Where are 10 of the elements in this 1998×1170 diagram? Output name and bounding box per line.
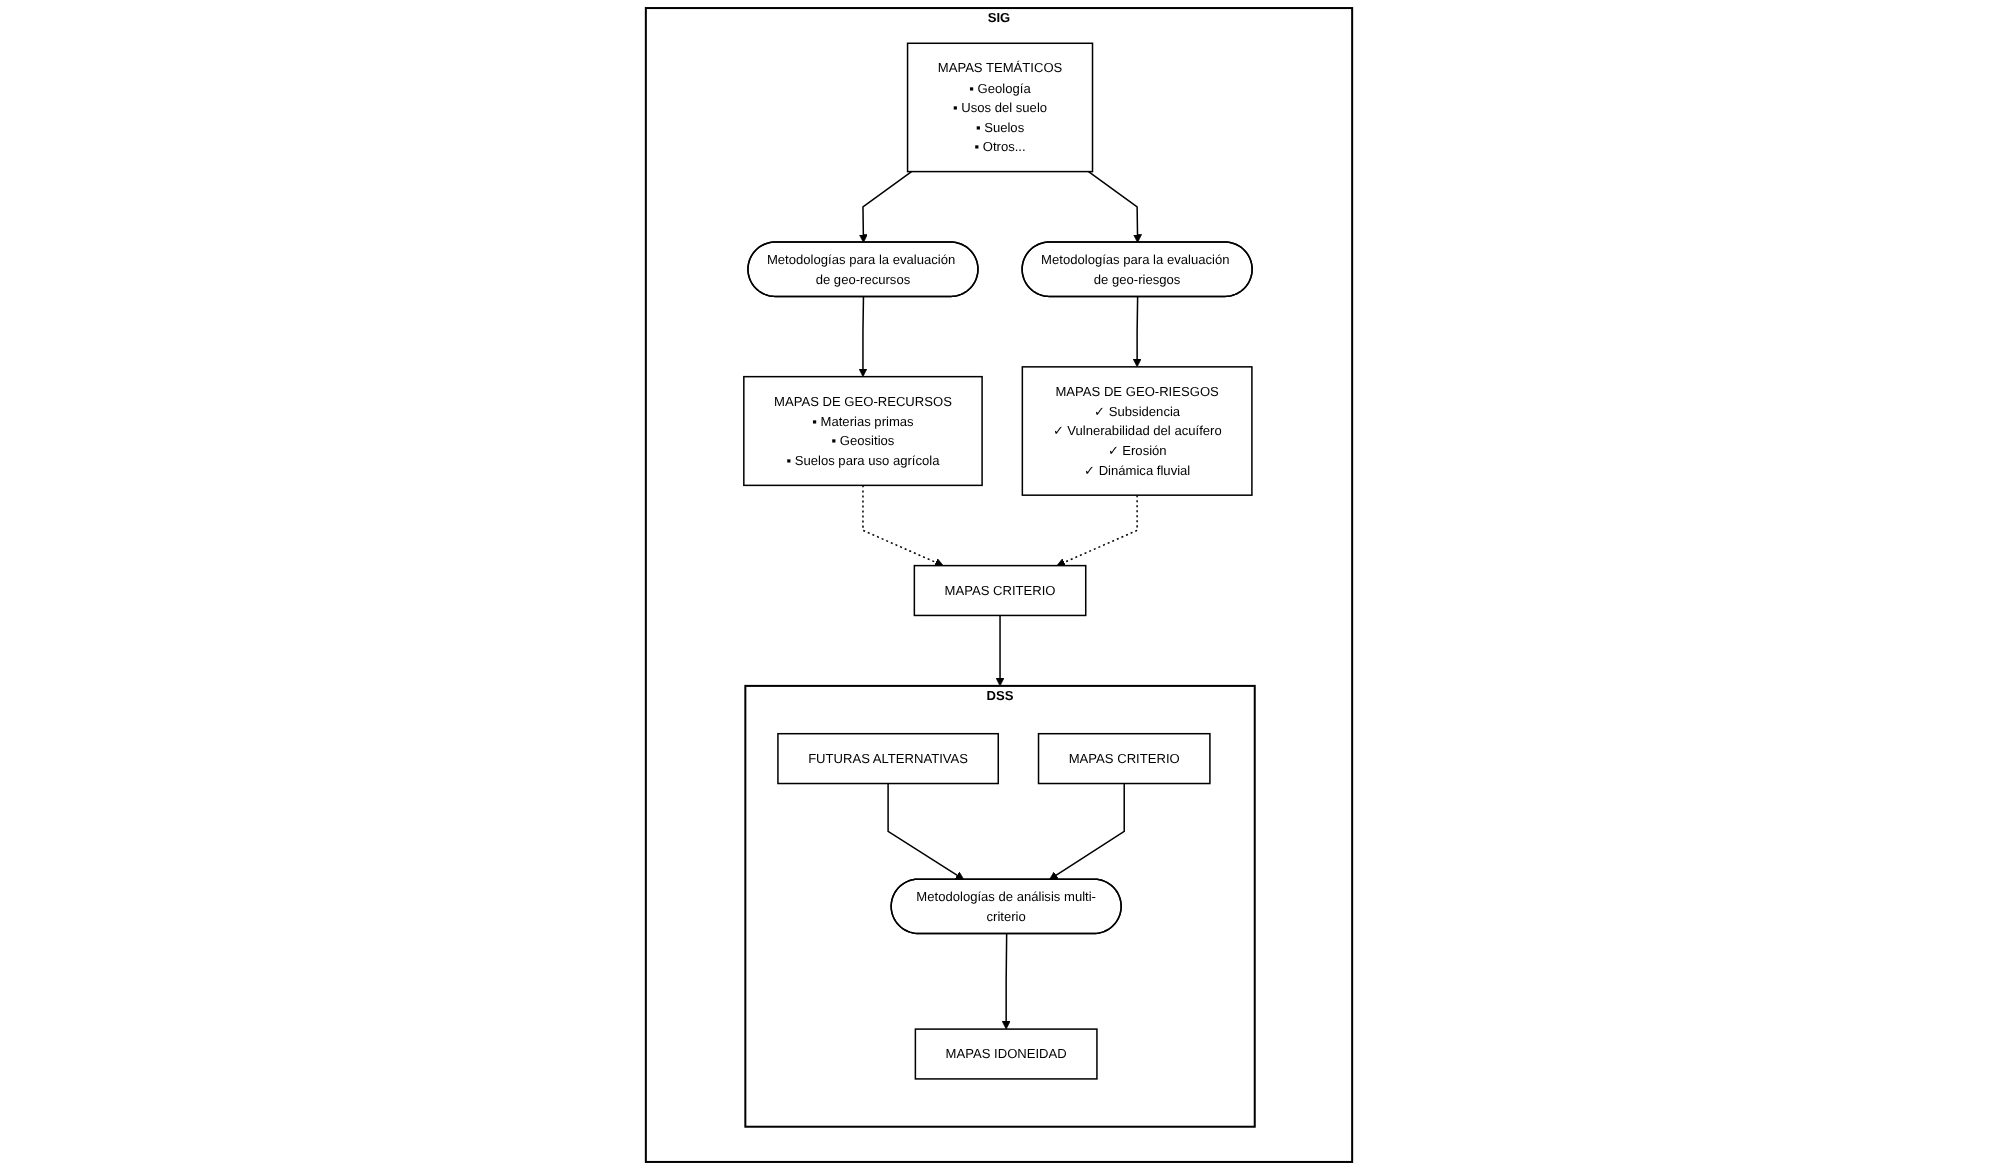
arrow — [887, 782, 965, 881]
arrow — [1132, 296, 1142, 368]
arrow — [1001, 933, 1011, 1030]
arrow — [995, 614, 1005, 687]
arrow — [1056, 494, 1138, 567]
arrow — [1049, 782, 1125, 881]
arrow — [1087, 170, 1142, 243]
arrow — [858, 296, 868, 378]
arrow — [862, 484, 944, 567]
arrow — [858, 170, 913, 243]
